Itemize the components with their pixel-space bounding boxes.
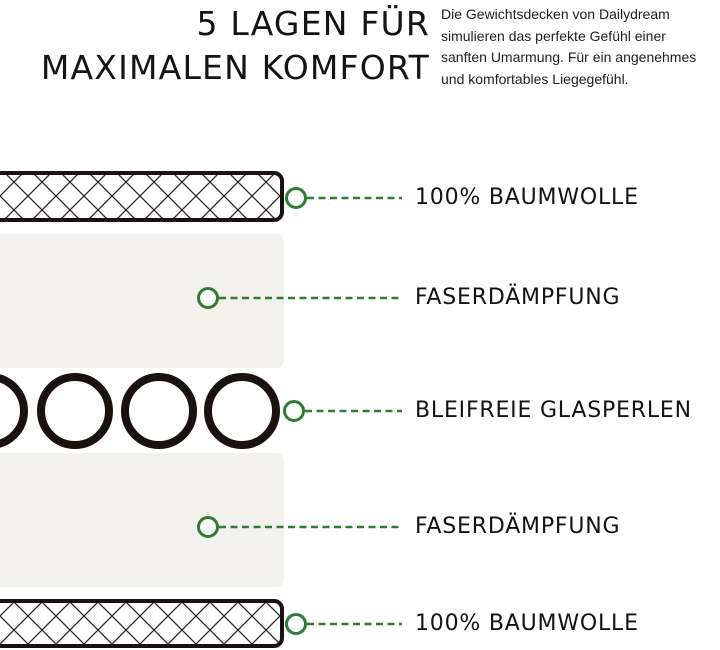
cotton-layer-bottom xyxy=(0,599,284,648)
description-line-4: und komfortables Liegegefühl. xyxy=(441,70,629,87)
layer-label-fiber-upper: FASERDÄMPFUNG xyxy=(415,285,621,310)
description-line-1: Die Gewichtsdecken von Dailydream xyxy=(441,6,670,22)
bead-layer xyxy=(0,373,280,449)
bead-circle xyxy=(204,373,280,449)
description-line-2: simulieren das perfekte Gefühl einer xyxy=(441,27,666,44)
marker-fiber-upper xyxy=(197,287,402,309)
bead-circle xyxy=(0,374,28,448)
marker-cotton-bottom xyxy=(285,613,402,635)
layer-label-cotton-bottom: 100% BAUMWOLLE xyxy=(415,611,639,636)
description: Die Gewichtsdecken von Dailydream simuli… xyxy=(441,4,720,90)
marker-beads xyxy=(283,400,402,422)
marker-dot xyxy=(197,516,219,538)
layer-label-cotton-top: 100% BAUMWOLLE xyxy=(415,185,639,210)
marker-dot xyxy=(197,287,219,309)
bead-circle xyxy=(121,373,197,449)
marker-cotton-top xyxy=(285,187,402,209)
fiber-layer-upper xyxy=(0,234,284,368)
marker-dot xyxy=(285,613,307,635)
layer-label-fiber-lower: FASERDÄMPFUNG xyxy=(415,514,621,539)
title-line-1: 5 LAGEN FÜR xyxy=(196,4,430,43)
description-line-3: sanften Umarmung. Für ein angenehmes xyxy=(441,49,697,65)
cotton-layer-top xyxy=(0,171,284,222)
marker-dot xyxy=(285,187,307,209)
layer-label-beads: BLEIFREIE GLASPERLEN xyxy=(415,398,692,423)
page-title: 5 LAGEN FÜR MAXIMALEN KOMFORT xyxy=(41,2,430,90)
marker-fiber-lower xyxy=(197,516,402,538)
fiber-layer-lower xyxy=(0,453,284,587)
bead-circle xyxy=(37,373,113,449)
marker-dot xyxy=(283,400,305,422)
title-line-2: MAXIMALEN KOMFORT xyxy=(40,48,430,87)
